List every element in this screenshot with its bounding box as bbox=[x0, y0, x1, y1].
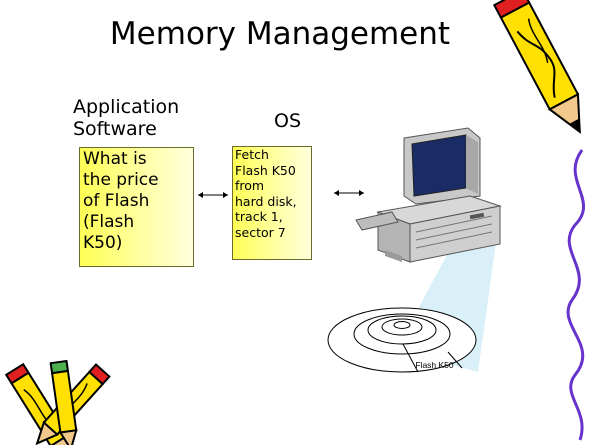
double-arrow-icon bbox=[198, 192, 228, 198]
computer-icon bbox=[355, 127, 502, 263]
double-arrow-icon bbox=[334, 190, 364, 196]
os-label: OS bbox=[274, 110, 302, 132]
pencil-icon bbox=[492, 0, 581, 134]
decorative-squiggle bbox=[566, 149, 586, 441]
os-command-box: Fetch Flash K50 from hard disk, track 1,… bbox=[232, 146, 312, 260]
crossed-pencils-icon bbox=[4, 359, 111, 445]
os-command-text: Fetch Flash K50 from hard disk, track 1,… bbox=[235, 147, 297, 240]
application-query-box: What is the price of Flash (Flash K50) bbox=[79, 147, 194, 267]
slide-title: Memory Management bbox=[109, 16, 451, 52]
application-query-text: What is the price of Flash (Flash K50) bbox=[83, 149, 159, 253]
disk-file-label: Flash K50 bbox=[415, 360, 454, 370]
hard-disk-platter-icon bbox=[327, 307, 477, 373]
